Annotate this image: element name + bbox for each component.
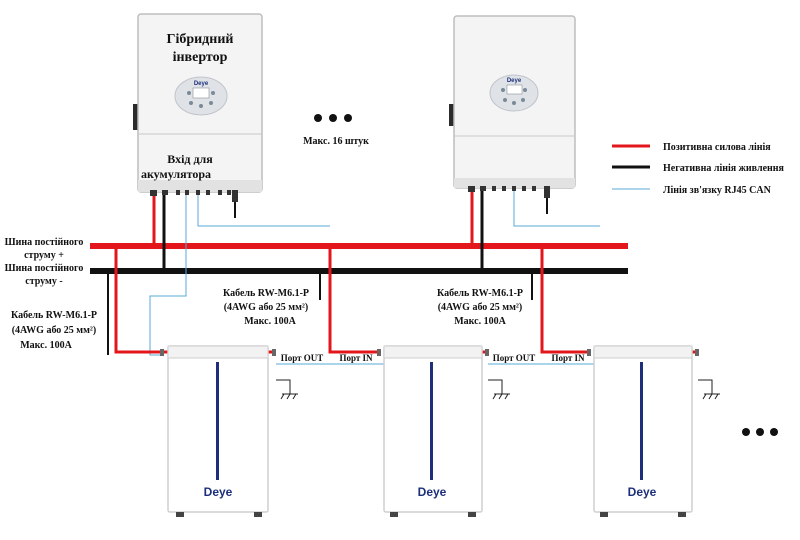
- battery-2: Deye: [377, 345, 489, 517]
- cable-label-2-line3: Макс. 100А: [244, 316, 296, 327]
- legend-positive-label: Позитивна силова лінія: [663, 142, 771, 153]
- busbar-negative-line2: струму -: [25, 276, 62, 287]
- legend: Позитивна силова лінія Негативна лінія ж…: [612, 142, 785, 196]
- cable-label-1-line1: Кабель RW-M6.1-P: [11, 310, 97, 321]
- legend-can-label: Лінія зв'язку RJ45 CAN: [663, 185, 772, 196]
- battery-1-brand: Deye: [204, 485, 233, 499]
- battery-power-cables: [107, 246, 698, 355]
- battery-input-line1: Вхід для: [167, 152, 213, 166]
- can-lines: [149, 191, 600, 365]
- ground-symbol-2: [488, 379, 510, 400]
- battery-1: Deye: [160, 345, 276, 517]
- battery-3: Deye: [587, 345, 699, 517]
- inverter-2: Deye: [449, 15, 576, 214]
- inverter-title-line2: інвертор: [173, 50, 228, 65]
- port-out-label-1: Порт OUT: [281, 353, 324, 363]
- inverter-1: Гібридний інвертор Deye Вхід для акумуля…: [133, 13, 263, 218]
- more-batteries-dots: [742, 428, 778, 436]
- cable-label-3-line2: (4AWG або 25 мм²): [438, 302, 523, 313]
- cable-label-1-line2: (4AWG або 25 мм²): [12, 325, 97, 336]
- port-in-label-1: Порт IN: [339, 353, 373, 363]
- busbar-positive-line2: струму +: [24, 250, 64, 261]
- max-inverters-label: Макс. 16 штук: [303, 136, 369, 147]
- inverter-1-brand: Deye: [194, 81, 209, 87]
- port-in-label-2: Порт IN: [551, 353, 585, 363]
- port-out-label-2: Порт OUT: [493, 353, 536, 363]
- busbar-positive-line1: Шина постійного: [5, 237, 84, 248]
- cable-label-3-line1: Кабель RW-M6.1-P: [437, 288, 523, 299]
- cable-label-3-line3: Макс. 100А: [454, 316, 506, 327]
- inverter-2-brand: Deye: [507, 78, 522, 84]
- battery-2-brand: Deye: [418, 485, 447, 499]
- more-inverters-dots: [314, 114, 352, 122]
- inverter-title-line1: Гібридний: [167, 32, 234, 47]
- battery-input-line2: акумулятора: [141, 167, 211, 181]
- busbar-negative-line1: Шина постійного: [5, 263, 84, 274]
- ground-symbol-1: [276, 379, 298, 400]
- legend-negative-label: Негативна лінія живлення: [663, 163, 785, 174]
- ground-symbol-3: [698, 379, 720, 400]
- cable-label-2-line2: (4AWG або 25 мм²): [224, 302, 309, 313]
- inverter-dc-cables: [152, 191, 484, 271]
- cable-label-1-line3: Макс. 100А: [20, 340, 72, 351]
- battery-3-brand: Deye: [628, 485, 657, 499]
- cable-label-2-line1: Кабель RW-M6.1-P: [223, 288, 309, 299]
